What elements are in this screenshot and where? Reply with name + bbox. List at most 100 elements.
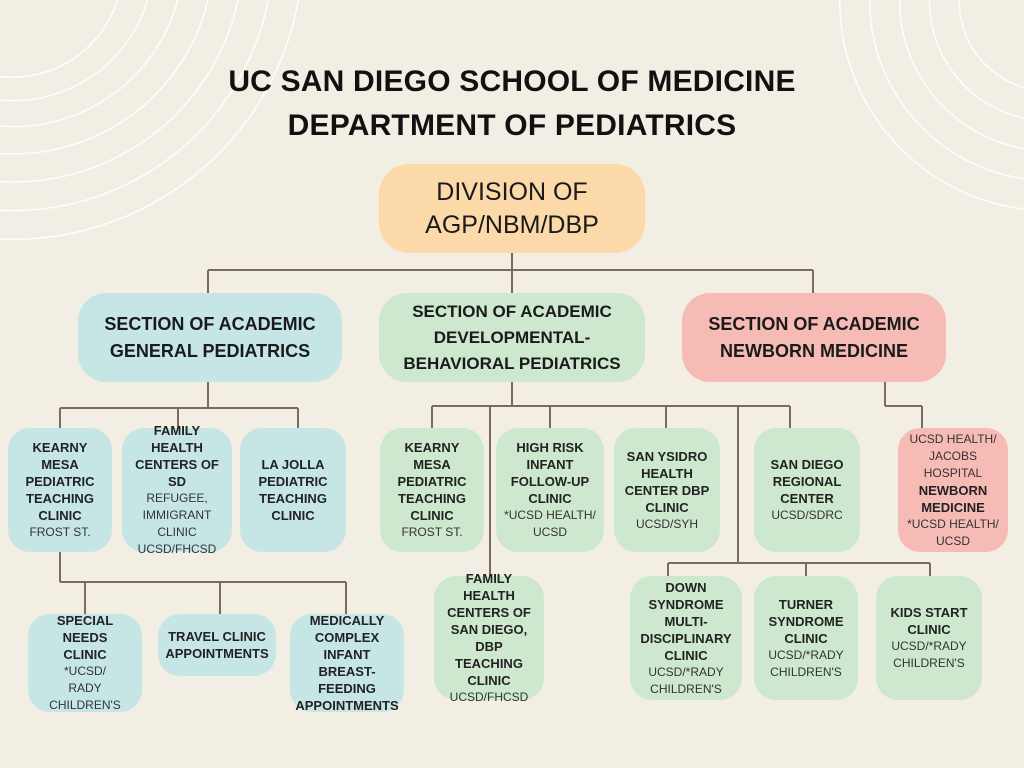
section-label-line: BEHAVIORAL PEDIATRICS xyxy=(403,353,621,373)
clinic-name-line: CENTERS OF SD xyxy=(135,457,219,489)
division-label: DIVISION OF AGP/NBM/DBP xyxy=(425,176,599,242)
clinic-detail-line: FROST ST. xyxy=(401,525,463,539)
clinic-name-line: CLINIC xyxy=(907,622,951,637)
clinic-detail: UCSD/*RADY CHILDREN'S xyxy=(648,664,723,698)
clinic-affiliation-line: UCSD HEALTH/ xyxy=(909,431,997,446)
clinic-name-line: MULTI- xyxy=(664,613,708,629)
clinic-detail-line: FROST ST. xyxy=(29,525,91,539)
clinic-name-line: KEARNY MESA xyxy=(404,440,460,472)
clinic-name-line: CLINIC xyxy=(784,630,828,646)
clinic-name-line: COMPLEX xyxy=(314,630,380,645)
clinic-detail-line: UCSD/*RADY xyxy=(648,664,724,679)
section-general-pediatrics: SECTION OF ACADEMIC GENERAL PEDIATRICS xyxy=(78,293,342,382)
clinic-name-line: CLINIC xyxy=(645,499,689,515)
clinic-name-line: CLINIC xyxy=(467,673,511,688)
title-line-2: DEPARTMENT OF PEDIATRICS xyxy=(287,109,737,142)
clinic-detail: *UCSD HEALTH/UCSD xyxy=(504,507,596,541)
clinic-name-line: KIDS START xyxy=(890,605,968,620)
division-label-line: AGP/NBM/DBP xyxy=(425,210,599,239)
clinic-detail-line: UCSD/SDRC xyxy=(771,508,843,522)
clinic-name-line: REGIONAL xyxy=(772,474,842,489)
clinic-name-line: CENTERS OF xyxy=(447,605,531,620)
clinic-name-line: FOLLOW-UP xyxy=(510,474,590,489)
clinic-affiliation-line: HOSPITAL xyxy=(923,465,983,480)
clinic-name-line: DISCIPLINARY xyxy=(640,630,732,646)
clinic-detail-line: REFUGEE, xyxy=(146,491,208,505)
clinic-name-line: HIGH RISK xyxy=(516,440,584,455)
clinic-detail-line: UCSD/*RADY xyxy=(768,647,844,662)
clinic-detail-line: UCSD xyxy=(532,525,567,539)
clinic-name-line: TEACHING xyxy=(26,491,94,506)
clinic-name-line: APPOINTMENTS xyxy=(165,646,269,661)
clinic-name-line: LA JOLLA xyxy=(261,457,325,472)
clinic-detail-line: *UCSD HEALTH/ xyxy=(504,508,596,522)
clinic-name-line: PEDIATRIC xyxy=(397,474,467,489)
clinic-name-line: HEALTH xyxy=(641,465,693,481)
clinic-name-line: NEWBORN xyxy=(918,482,988,498)
page-title: UC SAN DIEGO SCHOOL OF MEDICINE DEPARTME… xyxy=(162,60,862,148)
clinic-detail-line: UCSD/FHCSD xyxy=(137,542,217,556)
clinic-name-line: CLINIC xyxy=(664,647,708,663)
clinic-name-line: CLINIC xyxy=(63,647,107,662)
clinic-detail-line: UCSD/FHCSD xyxy=(449,690,529,704)
clinic-detail-line: CLINIC xyxy=(157,525,197,539)
clinic-detail-line: CHILDREN'S xyxy=(650,681,722,696)
section-label-line: NEWBORN MEDICINE xyxy=(720,340,908,361)
clinic-name-line: MEDICINE xyxy=(921,499,985,515)
clinic-name-line: DBP TEACHING xyxy=(455,639,523,671)
clinic-detail-line: UCSD/*RADY xyxy=(891,639,967,653)
section-newborn-medicine: SECTION OF ACADEMIC NEWBORN MEDICINE xyxy=(682,293,946,382)
clinic-detail-line: UCSD/SYH xyxy=(635,516,698,531)
clinic-name-line: KEARNY MESA xyxy=(32,440,88,472)
clinic-detail: FROST ST. xyxy=(29,524,90,541)
clinic-name: KIDS START CLINIC xyxy=(890,604,967,638)
clinic-detail: FROST ST. xyxy=(401,524,462,541)
clinic-detail-line: CHILDREN'S xyxy=(770,664,842,679)
clinic-detail-line: *UCSD/ xyxy=(63,664,106,678)
clinic-name-line: SAN DIEGO xyxy=(770,457,844,472)
clinic-detail: UCSD/*RADY CHILDREN'S xyxy=(768,647,843,681)
section-label: SECTION OF ACADEMIC DEVELOPMENTAL- BEHAV… xyxy=(403,299,620,377)
section-label: SECTION OF ACADEMIC GENERAL PEDIATRICS xyxy=(104,311,315,365)
clinic-detail: *UCSD HEALTH/UCSD xyxy=(907,516,999,550)
clinic-detail-line: RADY CHILDREN'S xyxy=(49,681,121,712)
section-label-line: SECTION OF ACADEMIC xyxy=(104,313,316,334)
clinic-name-line: PEDIATRIC xyxy=(258,474,328,489)
clinic-detail-line: UCSD xyxy=(935,533,970,548)
clinic-detail: UCSD/*RADY CHILDREN'S xyxy=(891,638,966,672)
clinic-name-line: MEDICALLY xyxy=(309,613,385,628)
clinic-name-line: CLINIC xyxy=(528,491,572,506)
clinic-name-line: CENTER DBP xyxy=(624,482,710,498)
division-label-line: DIVISION OF xyxy=(436,177,588,206)
clinic-detail-line: *UCSD HEALTH/ xyxy=(907,516,999,531)
clinic-name-line: SPECIAL NEEDS xyxy=(56,613,114,645)
section-label-line: SECTION OF ACADEMIC xyxy=(412,301,612,321)
clinic-detail-line: CHILDREN'S xyxy=(893,656,965,670)
section-label-line: GENERAL PEDIATRICS xyxy=(109,340,311,361)
division-node: DIVISION OF AGP/NBM/DBP xyxy=(379,164,645,253)
section-label-line: DEVELOPMENTAL- xyxy=(433,327,591,347)
title-line-1: UC SAN DIEGO SCHOOL OF MEDICINE xyxy=(228,65,796,98)
clinic-dbp-kids: KIDS START CLINIC UCSD/*RADY CHILDREN'S xyxy=(876,576,982,700)
clinic-name-line: APPOINTMENTS xyxy=(295,698,399,713)
clinic-detail: *UCSD/RADY CHILDREN'S xyxy=(34,663,136,714)
